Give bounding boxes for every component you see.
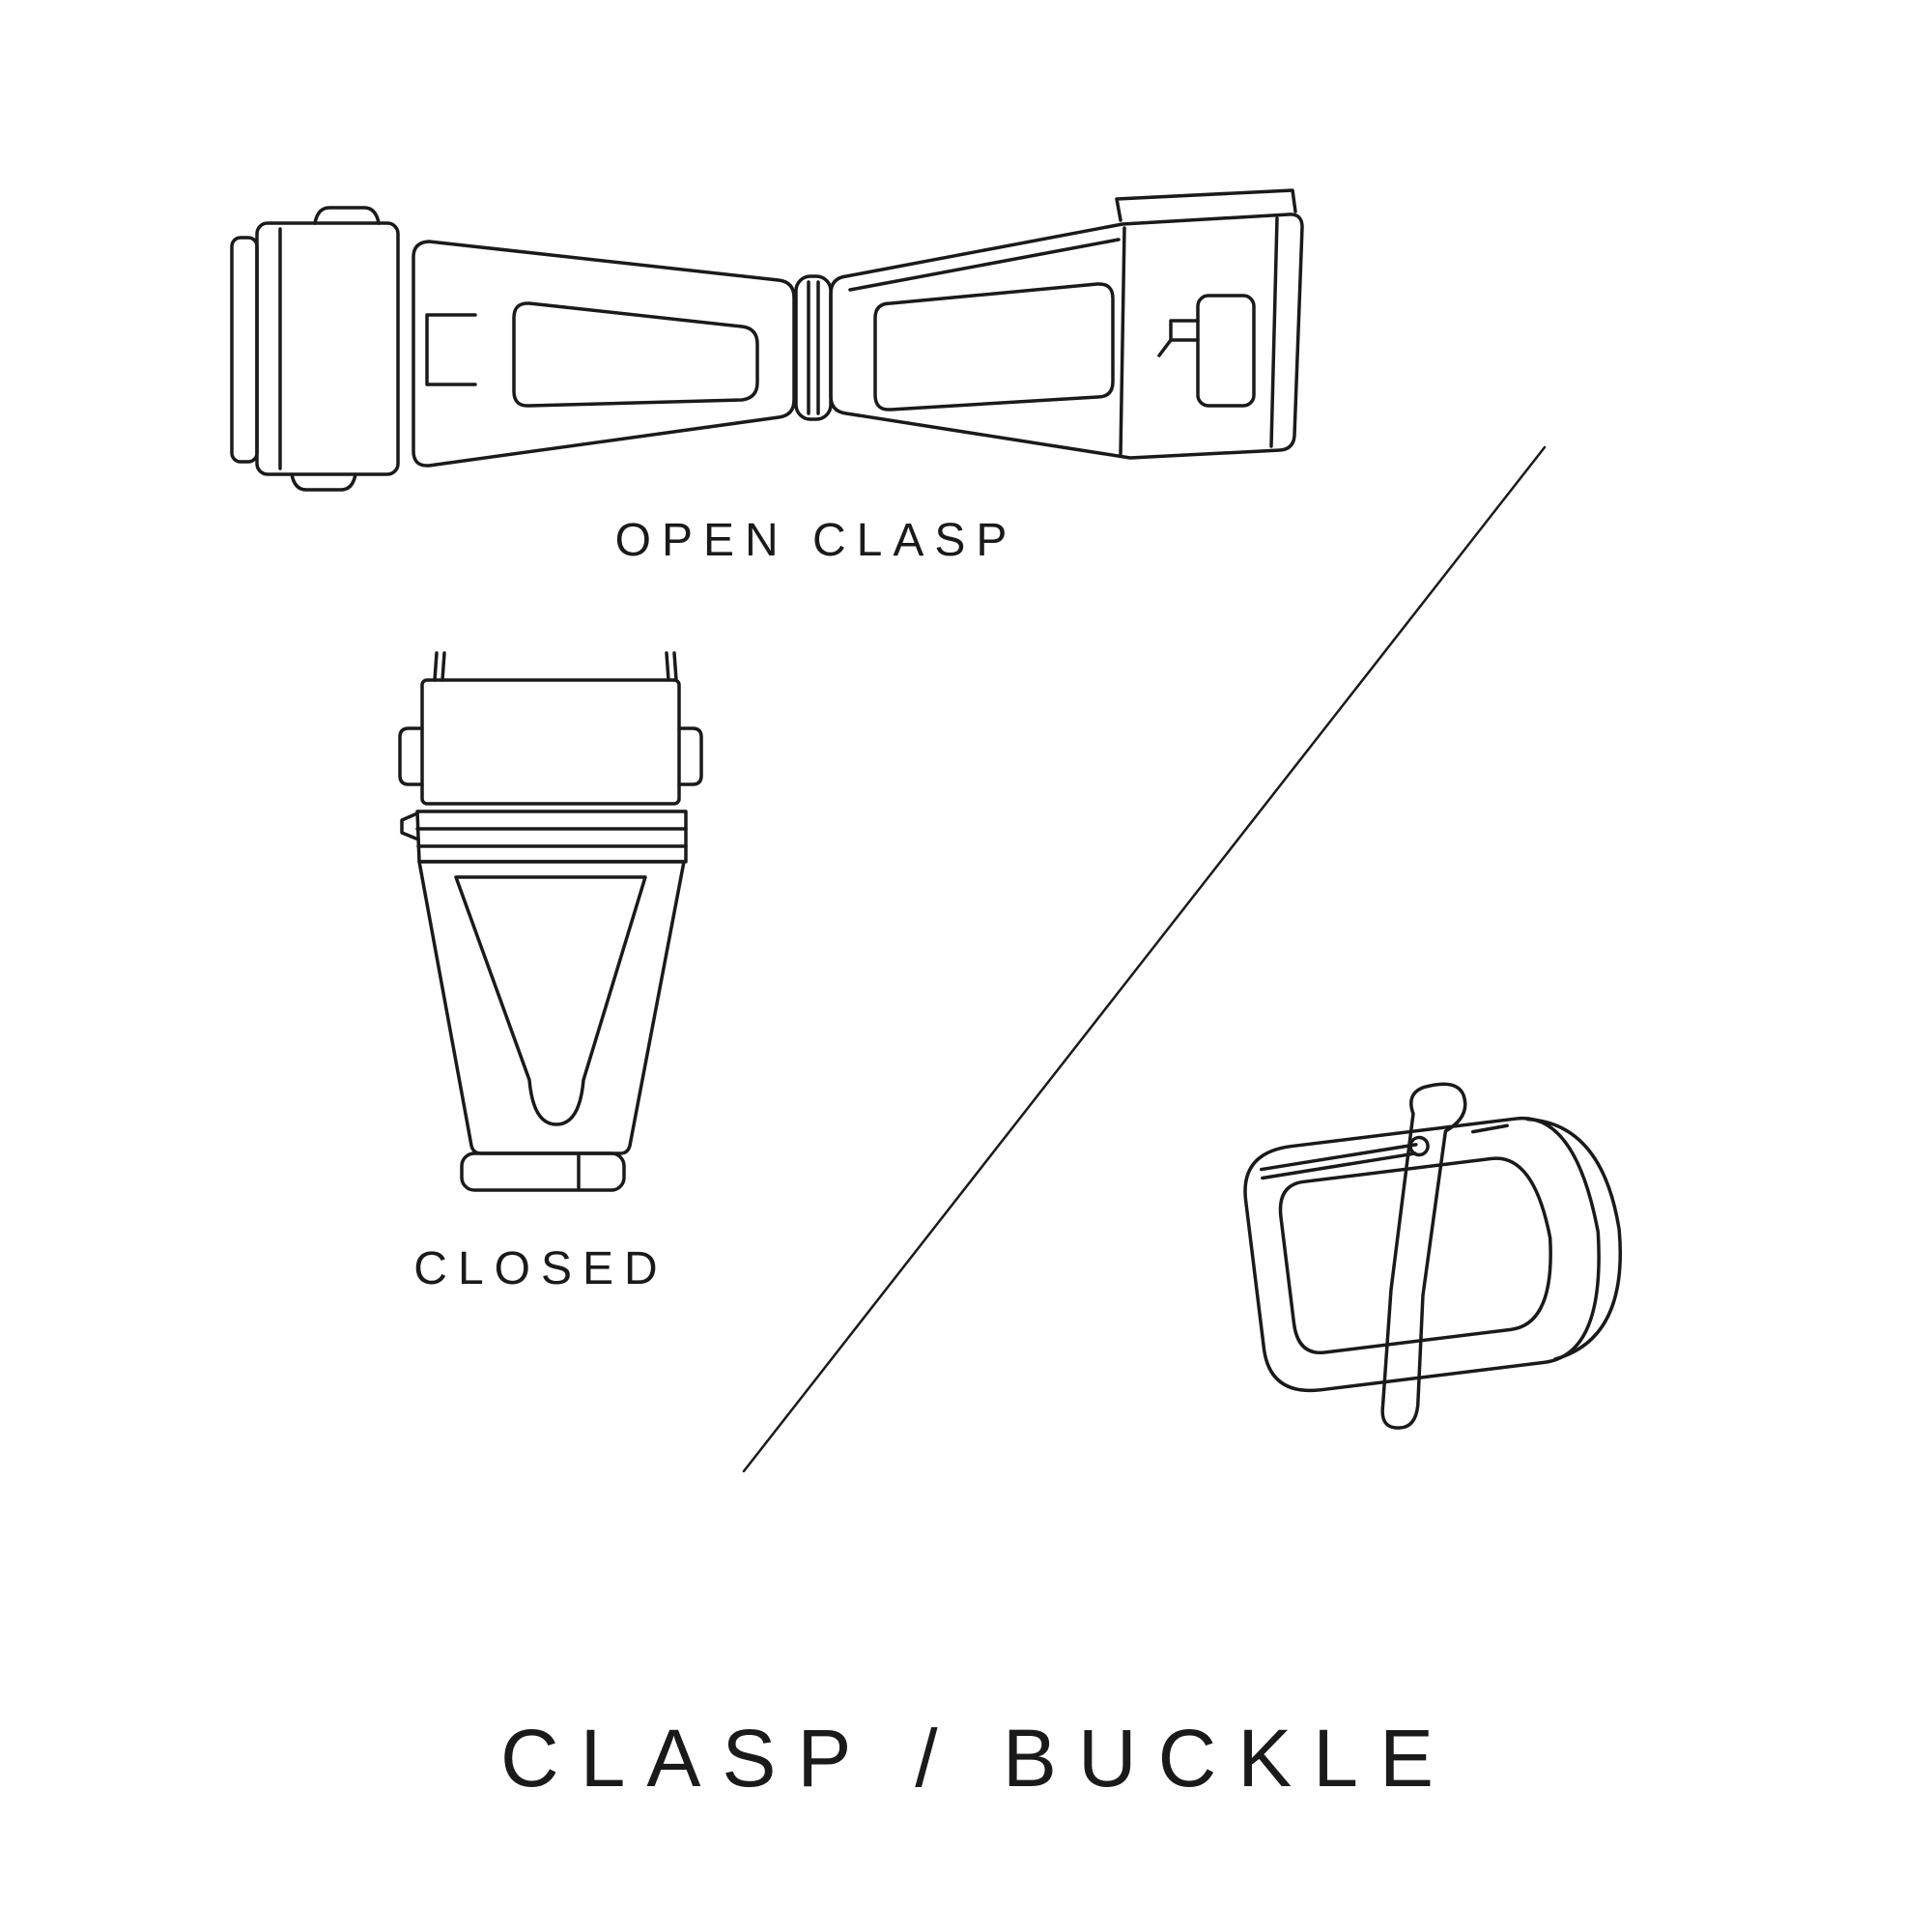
end-link-side-bar xyxy=(230,236,259,464)
clasp-body xyxy=(417,860,686,1155)
right-pusher xyxy=(677,726,703,786)
detail-line xyxy=(1269,216,1279,448)
buckle-tang xyxy=(1380,1082,1467,1430)
left-blade-notch xyxy=(425,313,477,386)
buckle-illustration xyxy=(1243,1082,1622,1430)
clasp-body-cutline xyxy=(454,875,647,1126)
right-blade-cutout xyxy=(873,282,1115,412)
open-clasp-label: OPEN CLASP xyxy=(614,515,1018,566)
diagonal-divider-line xyxy=(742,445,1547,1473)
clasp-band xyxy=(415,810,688,864)
spring-bar xyxy=(1470,1123,1509,1134)
right-blade xyxy=(829,213,1304,460)
right-end-plate xyxy=(1115,188,1297,222)
page-title: CLASP / BUCKLE xyxy=(499,1713,1456,1804)
prong-line xyxy=(440,651,446,682)
buckle-opening xyxy=(1278,1156,1552,1355)
spring-bar xyxy=(1260,1143,1418,1172)
open-clasp-illustration xyxy=(230,188,1304,492)
prong-line xyxy=(665,651,670,682)
buckle-side-thickness xyxy=(1525,1117,1622,1361)
detail-line xyxy=(1119,226,1126,456)
left-pusher xyxy=(398,726,424,786)
end-link-body xyxy=(255,221,400,476)
right-lock-hook xyxy=(1169,319,1200,342)
right-lock-plate xyxy=(1196,294,1256,408)
left-blade-cutout xyxy=(512,301,759,408)
clasp-foot-bar xyxy=(460,1151,626,1192)
closed-clasp-illustration xyxy=(398,651,703,1192)
closed-clasp-label: CLOSED xyxy=(413,1243,668,1294)
left-blade xyxy=(412,240,796,468)
prong-line xyxy=(433,651,439,682)
spring-bar xyxy=(1261,1151,1417,1180)
prong-line xyxy=(672,651,678,682)
band-left-tab xyxy=(400,811,420,841)
detail-line xyxy=(848,238,1121,292)
end-link-bottom-tab xyxy=(290,472,357,492)
clasp-cover xyxy=(420,678,681,806)
end-link-top-tab xyxy=(313,206,381,225)
center-hinge xyxy=(794,274,833,421)
detail-line xyxy=(1157,338,1173,357)
